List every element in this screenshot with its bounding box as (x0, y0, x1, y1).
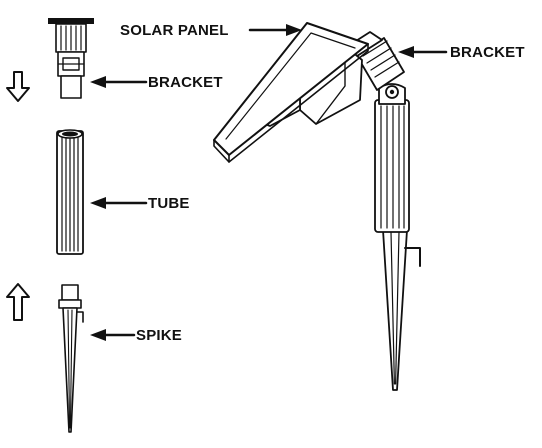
bracket-assembled-label: BRACKET (450, 44, 525, 61)
spike-part (58, 284, 84, 433)
tube-part (56, 129, 84, 255)
spike-pointer (90, 329, 136, 341)
solar-panel (213, 22, 369, 163)
down-arrow-icon (6, 71, 30, 102)
up-arrow-icon (6, 283, 30, 321)
solar-panel-pointer (248, 24, 302, 36)
spike-label: SPIKE (136, 327, 182, 344)
bracket-assembled-pointer (398, 46, 448, 58)
bracket-part-pointer (90, 76, 148, 88)
tube-pointer (90, 197, 148, 209)
solar-panel-label: SOLAR PANEL (120, 22, 229, 39)
bracket-part-label: BRACKET (148, 74, 223, 91)
bracket-part (48, 18, 94, 99)
tube-label: TUBE (148, 195, 190, 212)
assembled-spike (382, 229, 421, 391)
assembled-tube (374, 99, 410, 233)
